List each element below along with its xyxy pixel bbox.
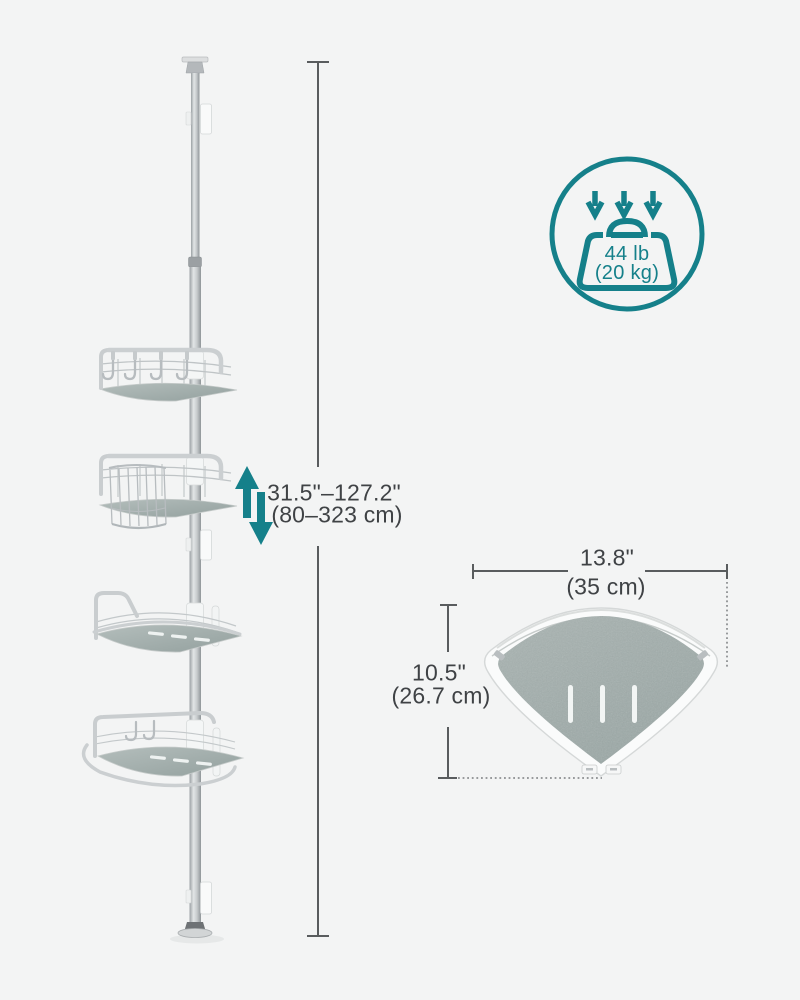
up-down-arrows-icon xyxy=(235,466,273,545)
front-towel-bar xyxy=(81,743,237,788)
max-load-imperial: 44 lb xyxy=(604,243,650,265)
weight-load-icon xyxy=(549,156,705,312)
shower-caddy-illustration xyxy=(81,56,245,944)
load-down-arrows xyxy=(585,191,663,221)
wall-bracket-middle xyxy=(185,529,212,561)
width-dimension-line xyxy=(472,564,728,579)
height-dimension-imperial: 31.5"–127.2" xyxy=(267,479,401,506)
wall-bracket-bottom xyxy=(185,881,212,915)
wire-soap-basket xyxy=(108,464,167,530)
max-load-metric: (20 kg) xyxy=(594,262,660,284)
side-clip-right xyxy=(697,650,709,661)
towel-bar-hooks xyxy=(124,719,156,742)
top-view-shelf xyxy=(483,607,719,777)
corner-shelf-4-towel-bar xyxy=(81,710,245,788)
side-clip-left xyxy=(493,650,505,661)
height-dimension-line xyxy=(307,61,329,937)
height-dimension-metric: (80–323 cm) xyxy=(271,501,403,528)
corner-shelf-3 xyxy=(92,591,243,653)
wall-bracket-top xyxy=(185,103,212,135)
shelf-basket-2 xyxy=(98,453,238,530)
pole-shadow xyxy=(170,934,224,944)
bottom-feet xyxy=(581,764,622,775)
width-dimension-imperial: 13.8" xyxy=(580,544,634,571)
width-dimension-metric: (35 cm) xyxy=(566,573,646,600)
weight-bag-handle xyxy=(606,217,648,238)
depth-dimension-metric: (26.7 cm) xyxy=(391,682,491,709)
tension-pole xyxy=(177,56,213,938)
depth-dimension-line xyxy=(438,604,457,779)
base-plate xyxy=(177,928,213,938)
ceiling-mount-plate xyxy=(181,56,209,63)
pole-joint-collar xyxy=(188,256,202,268)
shelf-basket-1 xyxy=(98,347,238,402)
weight-bag-outline xyxy=(576,232,678,291)
drain-slots xyxy=(568,685,637,723)
depth-dimension-imperial: 10.5" xyxy=(412,659,466,686)
ceiling-mount-cone xyxy=(185,61,205,74)
hanging-hooks xyxy=(101,358,189,381)
